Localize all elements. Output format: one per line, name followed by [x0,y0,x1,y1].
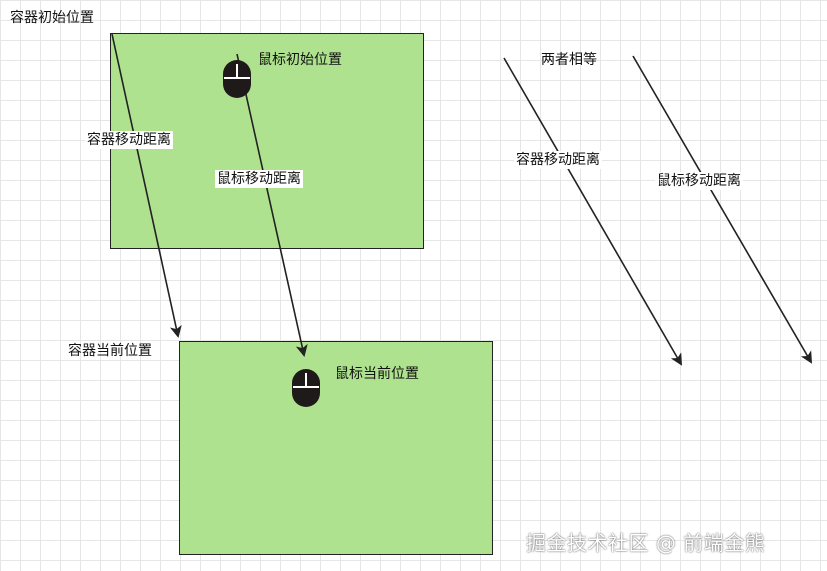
mouse-icon [223,60,251,98]
mouse-move-distance-label: 鼠标移动距离 [215,170,303,188]
container-current-label: 容器当前位置 [68,343,152,359]
container-move-arrow [111,33,182,338]
right-container-move-distance-label: 容器移动距离 [514,151,602,169]
mouse-icon [292,369,320,407]
watermark-text: 掘金技术社区 @ 前端金熊 [526,531,766,555]
container-move-distance-label: 容器移动距离 [85,131,173,149]
mouse-current-label: 鼠标当前位置 [335,366,419,382]
mouse-initial-label: 鼠标初始位置 [258,52,342,68]
right-mouse-move-distance-label: 鼠标移动距离 [655,172,743,190]
container-initial-label: 容器初始位置 [10,10,94,26]
container-current-box [179,341,493,555]
equal-note-label: 两者相等 [541,52,597,68]
right-mouse-move-arrow [632,55,813,364]
mouse-move-arrow [236,53,308,357]
right-container-move-arrow [503,57,683,366]
